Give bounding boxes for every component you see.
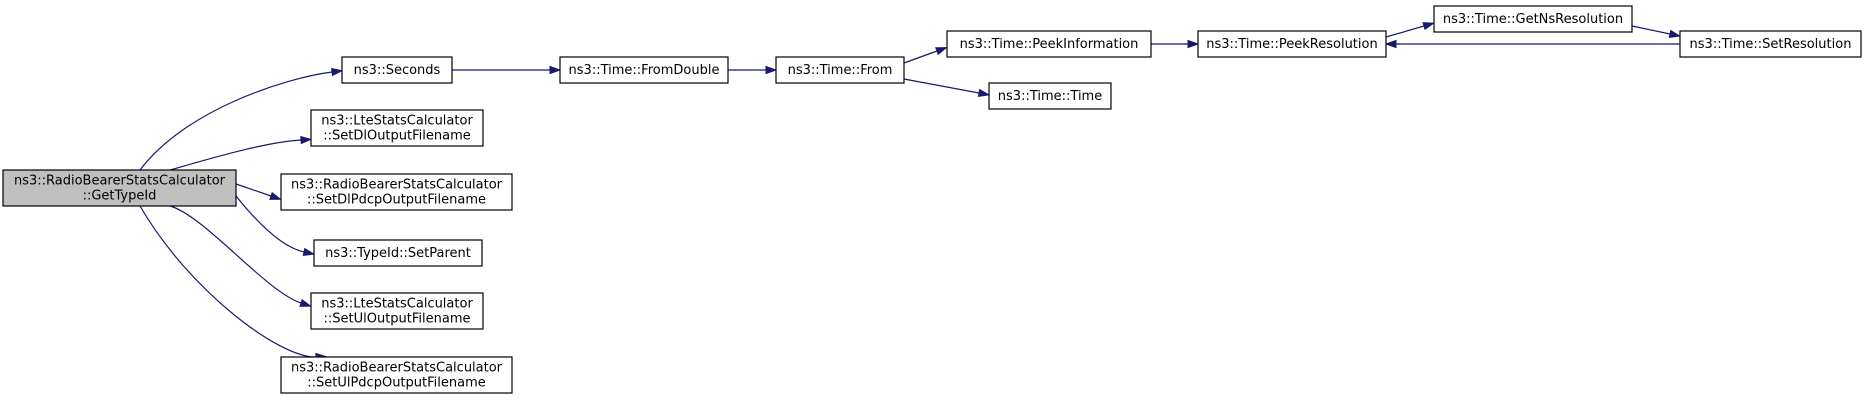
node-get-ns-resolution[interactable]: ns3::Time::GetNsResolution bbox=[1433, 5, 1633, 33]
edge-line bbox=[169, 139, 302, 171]
node-box bbox=[1433, 5, 1633, 33]
nodes-layer: ns3::RadioBearerStatsCalculator::GetType… bbox=[2, 5, 1862, 394]
edge-line bbox=[1385, 25, 1425, 38]
arrow-head-icon bbox=[299, 298, 312, 307]
node-from-double[interactable]: ns3::Time::FromDouble bbox=[559, 56, 729, 84]
node-label: ns3::Time::SetResolution bbox=[1690, 37, 1852, 52]
node-box bbox=[559, 56, 729, 84]
edge-get-type-id-to-set-ul-pdcp-output-filename bbox=[139, 205, 328, 362]
node-box bbox=[280, 356, 513, 394]
edge-get-type-id-to-set-ul-output-filename bbox=[169, 205, 312, 307]
arrow-head-icon bbox=[269, 191, 282, 200]
node-set-dl-output-filename[interactable]: ns3::LteStatsCalculator::SetDlOutputFile… bbox=[310, 109, 484, 147]
arrow-head-icon bbox=[1384, 39, 1397, 49]
edge-get-type-id-to-seconds bbox=[139, 67, 344, 171]
edge-line bbox=[235, 195, 305, 253]
node-box bbox=[310, 292, 484, 330]
arrow-head-icon bbox=[765, 65, 778, 75]
arrow-head-icon bbox=[977, 88, 991, 98]
node-box bbox=[1197, 30, 1387, 58]
node-peek-information[interactable]: ns3::Time::PeekInformation bbox=[946, 30, 1152, 58]
node-box bbox=[341, 56, 453, 84]
edge-from-double-to-from bbox=[728, 65, 778, 75]
node-set-ul-output-filename[interactable]: ns3::LteStatsCalculator::SetUlOutputFile… bbox=[310, 292, 484, 330]
edge-peek-information-to-peek-resolution bbox=[1151, 39, 1200, 49]
node-label: ::GetTypeId bbox=[83, 189, 157, 204]
node-label: ns3::RadioBearerStatsCalculator bbox=[14, 174, 226, 189]
edge-get-type-id-to-set-dl-output-filename bbox=[169, 135, 313, 171]
edge-line bbox=[903, 78, 980, 94]
node-set-dl-pdcp-output-filename[interactable]: ns3::RadioBearerStatsCalculator::SetDlPd… bbox=[280, 173, 513, 211]
node-label: ns3::Time::From bbox=[788, 63, 893, 78]
arrow-head-icon bbox=[1187, 39, 1200, 49]
node-label: ns3::RadioBearerStatsCalculator bbox=[291, 361, 503, 376]
node-label: ns3::Time::FromDouble bbox=[569, 63, 720, 78]
edge-seconds-to-from-double bbox=[452, 65, 562, 75]
arrow-head-icon bbox=[935, 47, 948, 56]
node-box bbox=[2, 169, 237, 207]
arrow-head-icon bbox=[330, 67, 344, 77]
node-box bbox=[310, 109, 484, 147]
node-label: ns3::Time::Time bbox=[998, 89, 1102, 104]
node-label: ::SetUlOutputFilename bbox=[323, 312, 470, 327]
node-label: ns3::Time::PeekInformation bbox=[960, 37, 1139, 52]
node-label: ::SetUlPdcpOutputFilename bbox=[307, 376, 486, 391]
node-peek-resolution[interactable]: ns3::Time::PeekResolution bbox=[1197, 30, 1387, 58]
edge-from-to-time bbox=[903, 78, 991, 98]
edge-set-resolution-to-peek-resolution bbox=[1384, 39, 1680, 49]
edge-line bbox=[139, 71, 333, 171]
node-box bbox=[946, 30, 1152, 58]
node-set-parent[interactable]: ns3::TypeId::SetParent bbox=[313, 239, 483, 267]
node-label: ::SetDlOutputFilename bbox=[323, 129, 471, 144]
edge-peek-resolution-to-get-ns-resolution bbox=[1385, 22, 1436, 38]
arrow-head-icon bbox=[1422, 22, 1436, 31]
edges-layer bbox=[139, 22, 1682, 362]
node-label: ns3::RadioBearerStatsCalculator bbox=[291, 178, 503, 193]
node-box bbox=[313, 239, 483, 267]
node-label: ns3::LteStatsCalculator bbox=[321, 297, 473, 312]
node-set-resolution[interactable]: ns3::Time::SetResolution bbox=[1679, 30, 1862, 58]
node-label: ::SetDlPdcpOutputFilename bbox=[307, 193, 486, 208]
node-time[interactable]: ns3::Time::Time bbox=[988, 82, 1112, 110]
node-label: ns3::Time::GetNsResolution bbox=[1443, 12, 1623, 27]
edge-get-type-id-to-set-parent bbox=[235, 195, 316, 257]
node-set-ul-pdcp-output-filename[interactable]: ns3::RadioBearerStatsCalculator::SetUlPd… bbox=[280, 356, 513, 394]
edge-get-ns-resolution-to-set-resolution bbox=[1631, 25, 1682, 39]
node-label: ns3::Time::PeekResolution bbox=[1206, 37, 1377, 52]
arrow-head-icon bbox=[1668, 29, 1682, 39]
node-get-type-id[interactable]: ns3::RadioBearerStatsCalculator::GetType… bbox=[2, 169, 237, 207]
node-seconds[interactable]: ns3::Seconds bbox=[341, 56, 453, 84]
edge-line bbox=[139, 205, 317, 358]
node-box bbox=[775, 56, 905, 84]
edge-get-type-id-to-set-dl-pdcp-output-filename bbox=[235, 183, 282, 200]
node-box bbox=[280, 173, 513, 211]
edge-line bbox=[903, 50, 938, 64]
arrow-head-icon bbox=[549, 65, 562, 75]
node-from[interactable]: ns3::Time::From bbox=[775, 56, 905, 84]
edge-from-to-peek-information bbox=[903, 47, 948, 64]
edge-line bbox=[235, 183, 272, 197]
edge-line bbox=[169, 205, 302, 304]
node-label: ns3::LteStatsCalculator bbox=[321, 114, 473, 129]
arrow-head-icon bbox=[302, 247, 316, 257]
edge-line bbox=[1631, 25, 1671, 35]
node-box bbox=[1679, 30, 1862, 58]
node-box bbox=[988, 82, 1112, 110]
node-label: ns3::TypeId::SetParent bbox=[325, 246, 471, 261]
arrow-head-icon bbox=[300, 135, 313, 145]
node-label: ns3::Seconds bbox=[354, 63, 441, 78]
